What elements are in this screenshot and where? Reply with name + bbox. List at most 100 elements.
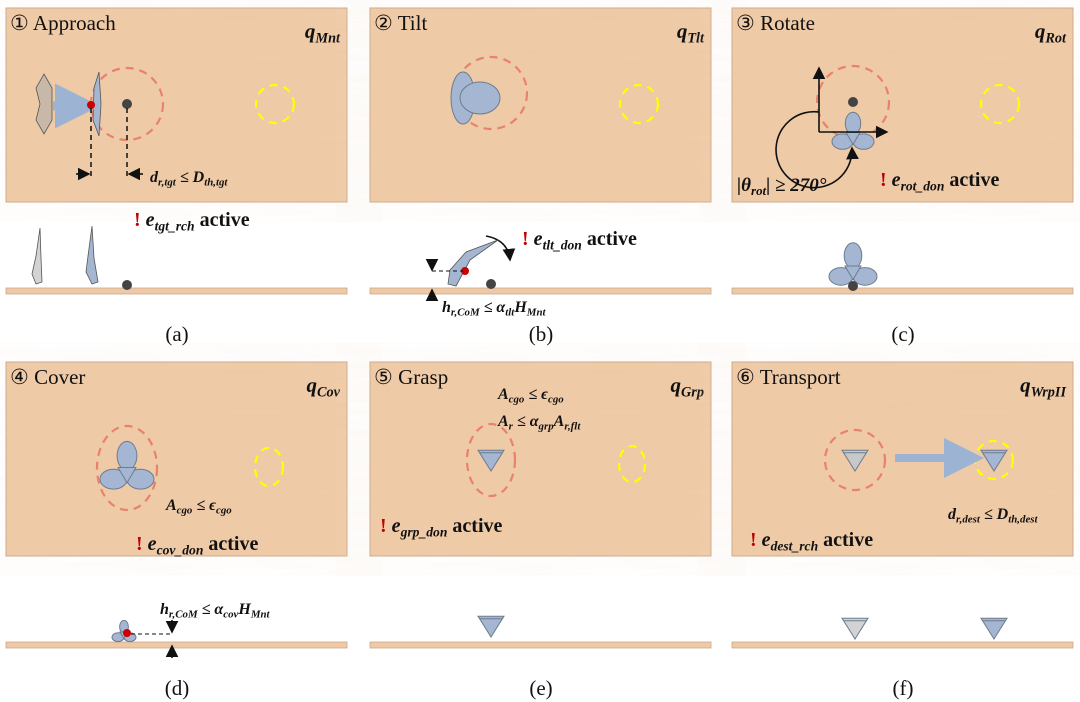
height-condition-part: h (442, 299, 451, 316)
height-condition-part: ≤ α (198, 601, 225, 618)
height-condition-part: ≤ α (480, 299, 507, 316)
destination-circle (254, 83, 296, 125)
state-label-part: q (305, 19, 316, 43)
area-condition-part: ≤ α (513, 413, 540, 430)
event-label-part: ! (136, 533, 148, 555)
robot-previous (35, 73, 53, 135)
distance-condition-part: th,tgt (204, 177, 228, 189)
panel-caption: (c) (891, 322, 914, 346)
panel-title: ⑤ Grasp (374, 365, 448, 389)
event-label-part: active (582, 228, 637, 250)
event-label-part: e (534, 228, 543, 250)
target-object-side (486, 279, 496, 289)
distance-condition-part: th,dest (1008, 514, 1038, 526)
panel-caption: (d) (165, 676, 190, 700)
ground-side-view (731, 287, 1074, 295)
coverage-condition-part: ≤ ϵ (524, 386, 548, 403)
event-label-part: ! (750, 529, 762, 551)
robot-com (87, 101, 95, 109)
target-object-side (848, 281, 858, 291)
event-label-part: cov_don (157, 542, 204, 557)
robot-com (461, 267, 469, 275)
target-zone-circle (823, 428, 887, 492)
event-label-part: e (892, 169, 901, 191)
state-label-part: q (677, 19, 688, 43)
distance-condition-part: r,tgt (158, 177, 177, 189)
panel-caption: (b) (529, 322, 554, 346)
event-label-part: e (146, 209, 155, 231)
event-label-part: active (203, 533, 258, 555)
event-label: ! etlt_don active (522, 228, 637, 252)
state-label-part: q (307, 373, 318, 397)
event-label: ! etgt_rch active (134, 209, 250, 233)
robot-side (828, 242, 878, 286)
rotation-condition: |θrot| ≥ 270° (737, 175, 827, 198)
rotation-condition-part: |θ (737, 175, 751, 196)
event-label-part: tlt_don (543, 237, 582, 252)
ground-side-view (5, 287, 348, 295)
robot (450, 71, 501, 125)
coverage-condition-part: cgo (509, 394, 525, 406)
robot-side (980, 617, 1008, 640)
state-label: qCov (307, 373, 341, 401)
rotation-condition-part: | ≥ 270° (766, 175, 827, 196)
target-zone-circle (95, 424, 159, 512)
state-label-part: Grp (681, 385, 704, 401)
area-condition-part: A (497, 413, 509, 430)
area-condition-part: r,flt (564, 421, 581, 433)
distance-condition-part: d (150, 169, 159, 186)
area-condition: Ar ≤ αgrpAr,flt (497, 413, 581, 433)
destination-circle (618, 83, 660, 125)
event-label-part: e (148, 533, 157, 555)
robot (831, 111, 875, 150)
event-label-part: e (762, 529, 771, 551)
distance-condition: dr,dest ≤ Dth,dest (948, 506, 1039, 526)
state-label-part: Tlt (687, 31, 705, 47)
event-label-part: ! (880, 169, 892, 191)
event-label: ! ecov_don active (136, 533, 258, 557)
distance-condition-part: r,dest (956, 514, 981, 526)
state-label: qTlt (677, 19, 705, 47)
tilt-arrow (485, 235, 516, 262)
event-label: ! egrp_don active (380, 515, 503, 539)
distance-condition: dr,tgt ≤ Dth,tgt (150, 169, 228, 189)
area-condition-part: r (509, 421, 514, 433)
ground-side-view (731, 641, 1074, 649)
height-condition: hr,CoM ≤ αtltHMnt (442, 299, 547, 319)
event-label: ! edest_rch active (750, 529, 873, 553)
panel-title: ③ Rotate (736, 11, 815, 35)
coverage-condition-part: A (497, 386, 509, 403)
area-condition-part: A (553, 413, 565, 430)
event-label-part: ! (380, 515, 392, 537)
ground-side-view (369, 641, 712, 649)
event-label-part: active (195, 209, 250, 231)
target-object (848, 97, 858, 107)
height-condition-part: H (513, 299, 527, 316)
distance-condition-part: ≤ D (980, 506, 1009, 523)
panel-caption: (e) (529, 676, 552, 700)
state-label-part: WrpII (1031, 385, 1067, 401)
event-label-part: active (944, 169, 999, 191)
event-label-part: ! (134, 209, 146, 231)
event-label-part: dest_rch (771, 538, 819, 553)
coverage-condition-part: cgo (548, 394, 564, 406)
distance-condition-part: d (948, 506, 957, 523)
coverage-condition-part: cgo (177, 505, 193, 517)
ground-side-view (369, 287, 712, 295)
robot (477, 449, 505, 472)
height-condition-part: r,CoM (451, 307, 480, 319)
event-label-part: grp_don (400, 524, 448, 539)
robot-com (123, 629, 131, 637)
panel-caption: (a) (165, 322, 188, 346)
ground-side-view (5, 641, 348, 649)
panel-title: ④ Cover (10, 365, 85, 389)
robot-previous-side (31, 227, 43, 285)
coverage-condition: Acgo ≤ ϵcgo (165, 497, 232, 517)
target-object-side (122, 280, 132, 290)
event-label-part: e (392, 515, 401, 537)
